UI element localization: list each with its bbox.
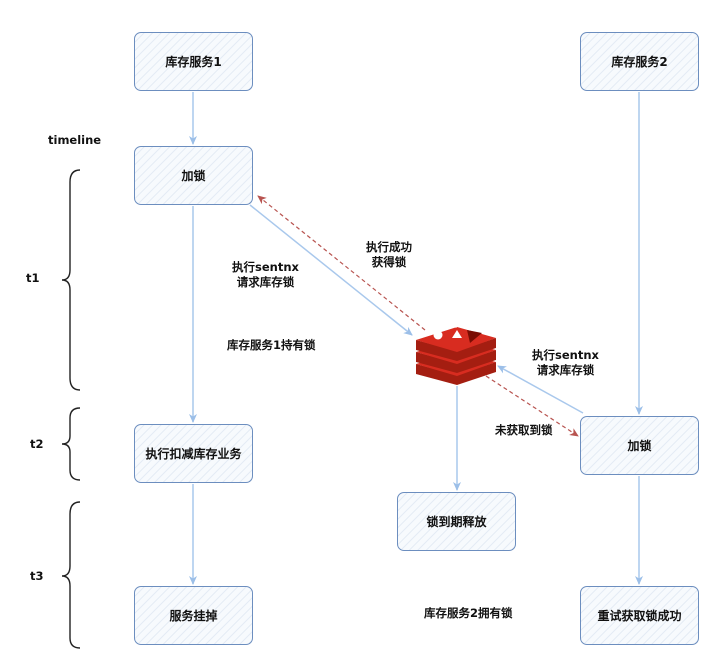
arrow-lock2-request (497, 365, 584, 414)
brace-t1 (61, 169, 81, 391)
exec1-line1: 执行sentnx (232, 260, 299, 274)
exec1-line2: 请求库存锁 (236, 275, 295, 289)
t1-label: t1 (26, 271, 40, 285)
brace-t3 (61, 501, 81, 649)
lock2-label: 加锁 (627, 439, 652, 453)
deduct-label: 执行扣减库存业务 (145, 447, 242, 461)
exec2-label: 执行sentnx 请求库存锁 (532, 348, 599, 378)
service1-box[interactable]: 库存服务1 (134, 32, 253, 91)
deduct-box[interactable]: 执行扣减库存业务 (134, 424, 253, 483)
not-acquired-label: 未获取到锁 (495, 423, 553, 437)
exec1-label: 执行sentnx 请求库存锁 (232, 260, 299, 290)
expire-box[interactable]: 锁到期释放 (397, 492, 516, 551)
crash-label: 服务挂掉 (169, 609, 218, 623)
success-line2: 获得锁 (371, 255, 407, 269)
exec2-line1: 执行sentnx (532, 348, 599, 362)
service1-label: 库存服务1 (165, 55, 222, 69)
timeline-label: timeline (48, 133, 102, 147)
exec2-line2: 请求库存锁 (536, 363, 595, 377)
service2-box[interactable]: 库存服务2 (580, 32, 699, 91)
arrow-lock1-request (249, 204, 413, 336)
expire-label: 锁到期释放 (426, 515, 487, 529)
service2-label: 库存服务2 (611, 55, 668, 69)
arrow-lock1-success (257, 195, 426, 331)
redis-logo-icon (416, 321, 496, 385)
t2-label: t2 (30, 437, 44, 451)
retry-box[interactable]: 重试获取锁成功 (580, 586, 699, 645)
t3-label: t3 (30, 569, 44, 583)
success-line1: 执行成功 (366, 240, 412, 254)
lock2-box[interactable]: 加锁 (580, 416, 699, 475)
holds-lock-label: 库存服务1持有锁 (227, 338, 316, 352)
success-label: 执行成功 获得锁 (366, 240, 412, 270)
brace-t2 (61, 407, 81, 481)
crash-box[interactable]: 服务挂掉 (134, 586, 253, 645)
lock1-label: 加锁 (181, 169, 206, 183)
arrow-lock2-fail (485, 375, 579, 437)
lock1-box[interactable]: 加锁 (134, 146, 253, 205)
service2-holds-label: 库存服务2拥有锁 (424, 606, 513, 620)
retry-label: 重试获取锁成功 (597, 609, 682, 623)
